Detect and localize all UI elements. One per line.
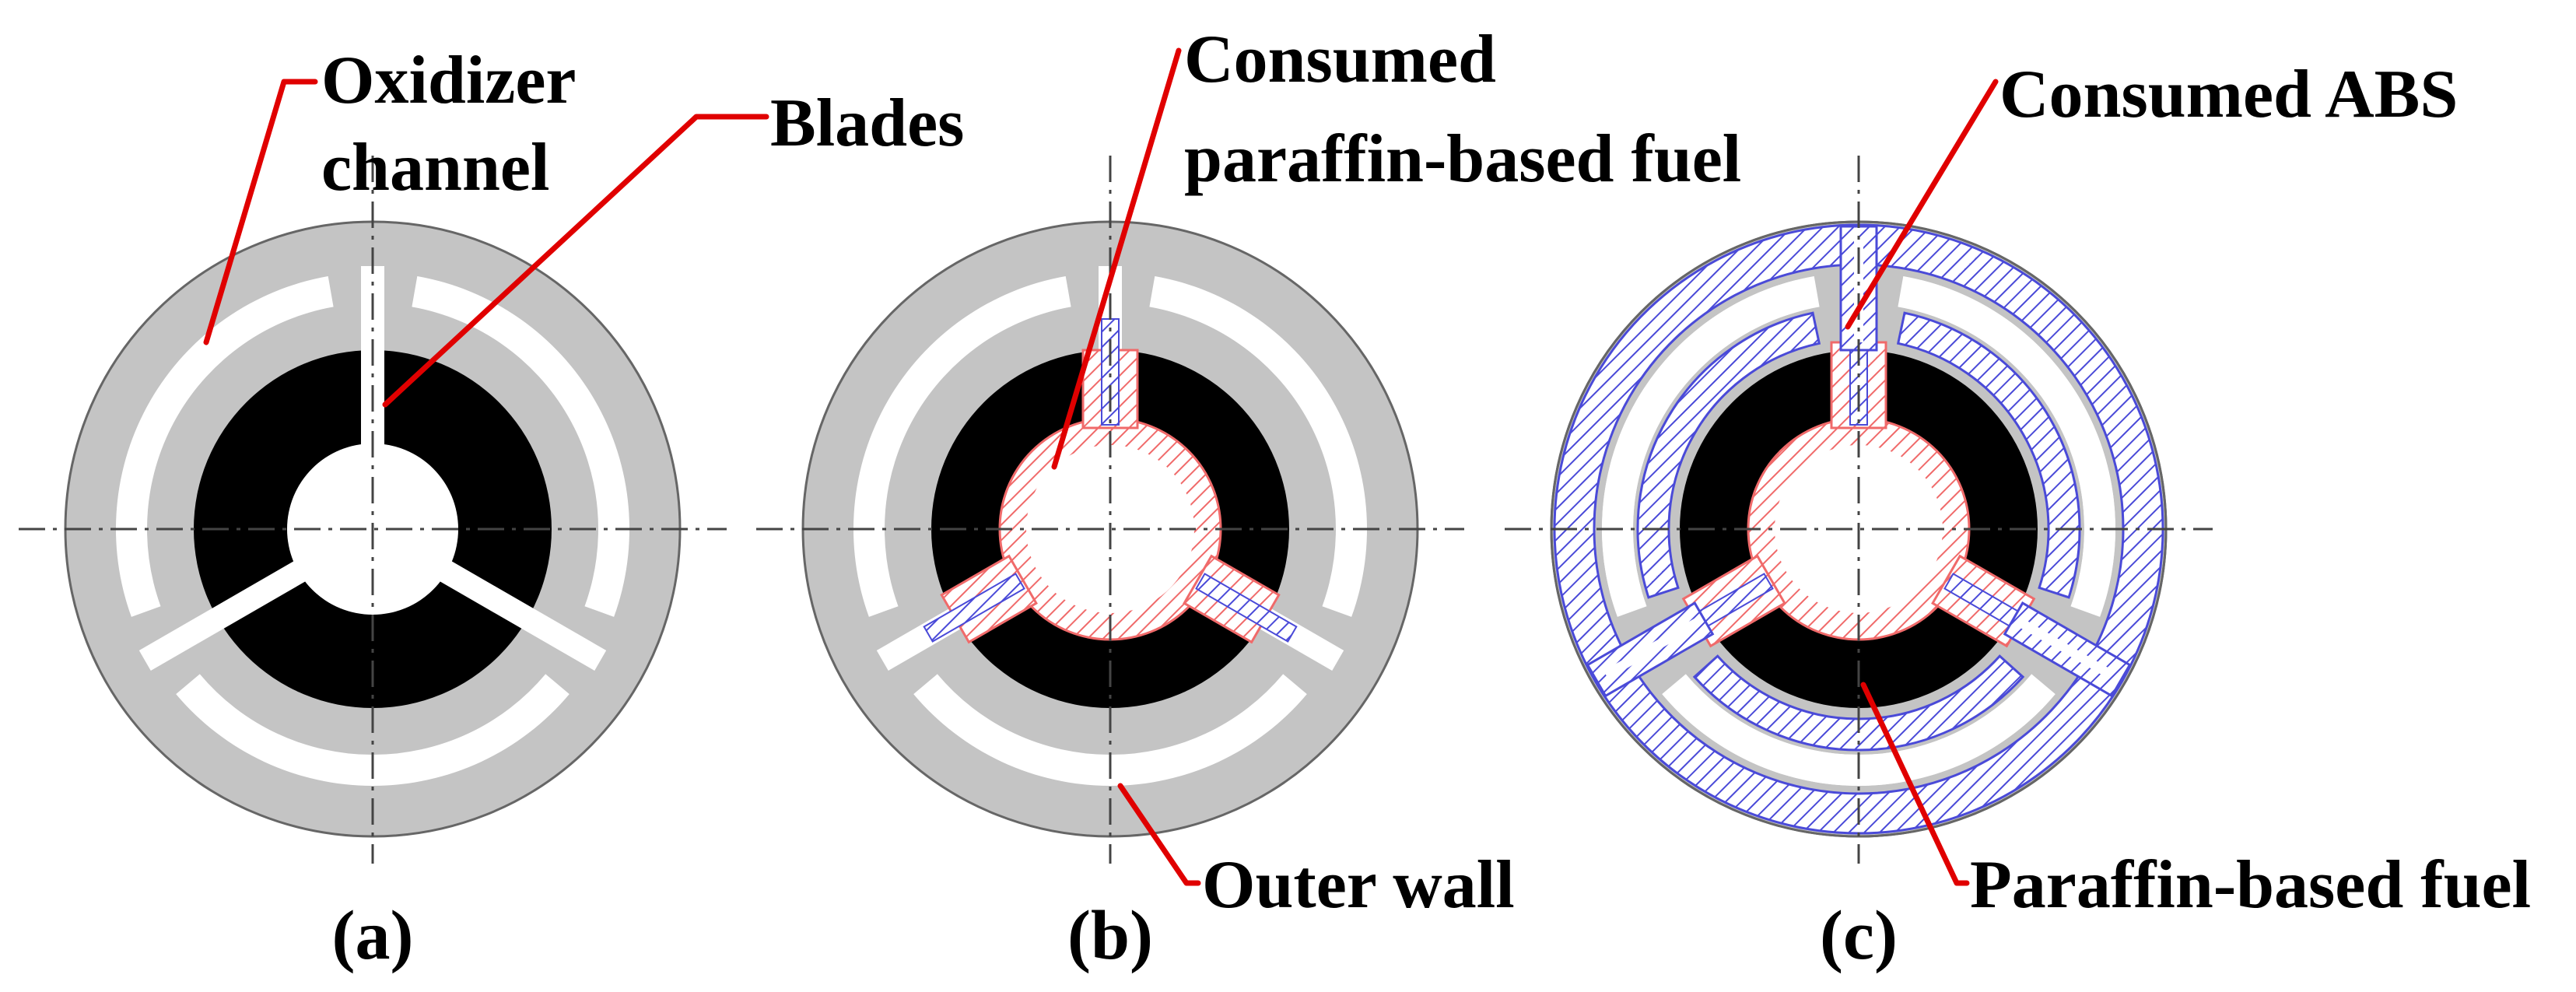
oxidizer-channel-2 — [176, 674, 570, 786]
oxidizer-channel-open-2 — [1674, 685, 2044, 786]
blade-2 — [437, 559, 607, 671]
panel-label-c: (c) — [1820, 897, 1898, 974]
consumed-paraffin-label-line1: Consumed — [1184, 22, 1496, 97]
panel-label-b: (b) — [1067, 897, 1153, 974]
grain-cross-section-c — [1505, 156, 2213, 864]
grain-cross-section-a — [19, 156, 727, 864]
consumed-abs-inner-segment-2 — [1692, 654, 2025, 752]
oxidizer-channel-label-line2: channel — [321, 130, 549, 205]
oxidizer-channel-2 — [913, 674, 1307, 786]
consumed-paraffin-label-line2: paraffin-based fuel — [1184, 121, 1741, 197]
oxidizer-channel-1 — [412, 276, 630, 617]
blades-leader — [382, 114, 769, 408]
consumed-abs-label: Consumed ABS — [1999, 57, 2458, 132]
outer-wall-label: Outer wall — [1202, 847, 1515, 923]
oxidizer-channel-open-1 — [1913, 279, 2115, 600]
oxidizer-channel-open-3 — [1602, 279, 1804, 600]
rib-slit-3 — [1603, 618, 1700, 679]
consumed-abs-leader — [1845, 79, 1999, 330]
consumed-abs-vane-2 — [1195, 573, 1298, 643]
consumed-abs-inner-segment-3 — [1636, 311, 1821, 599]
consumed-abs-vane-3 — [923, 573, 1025, 643]
paraffin-fuel-leader — [1860, 682, 1970, 886]
consumed-paraffin-leader — [1051, 47, 1182, 470]
consumed-abs-inner-segment-1 — [1896, 311, 2081, 599]
outer-wall-leader — [1117, 783, 1201, 886]
oxidizer-channel-3 — [115, 276, 334, 617]
grain-cross-section-b — [756, 156, 1464, 864]
rib-slit-2 — [2017, 618, 2114, 679]
oxidizer-channel-label-line1: Oxidizer — [321, 43, 576, 118]
oxidizer-channel-leader — [203, 79, 318, 345]
oxidizer-channel-1 — [1149, 276, 1368, 617]
panel-label-a: (a) — [332, 897, 414, 974]
consumed-abs-vane-1 — [1101, 318, 1120, 426]
blade-3 — [138, 559, 308, 671]
paraffin-fuel-label: Paraffin-based fuel — [1970, 847, 2531, 923]
oxidizer-channel-3 — [853, 276, 1071, 617]
blades-label: Blades — [770, 86, 964, 161]
